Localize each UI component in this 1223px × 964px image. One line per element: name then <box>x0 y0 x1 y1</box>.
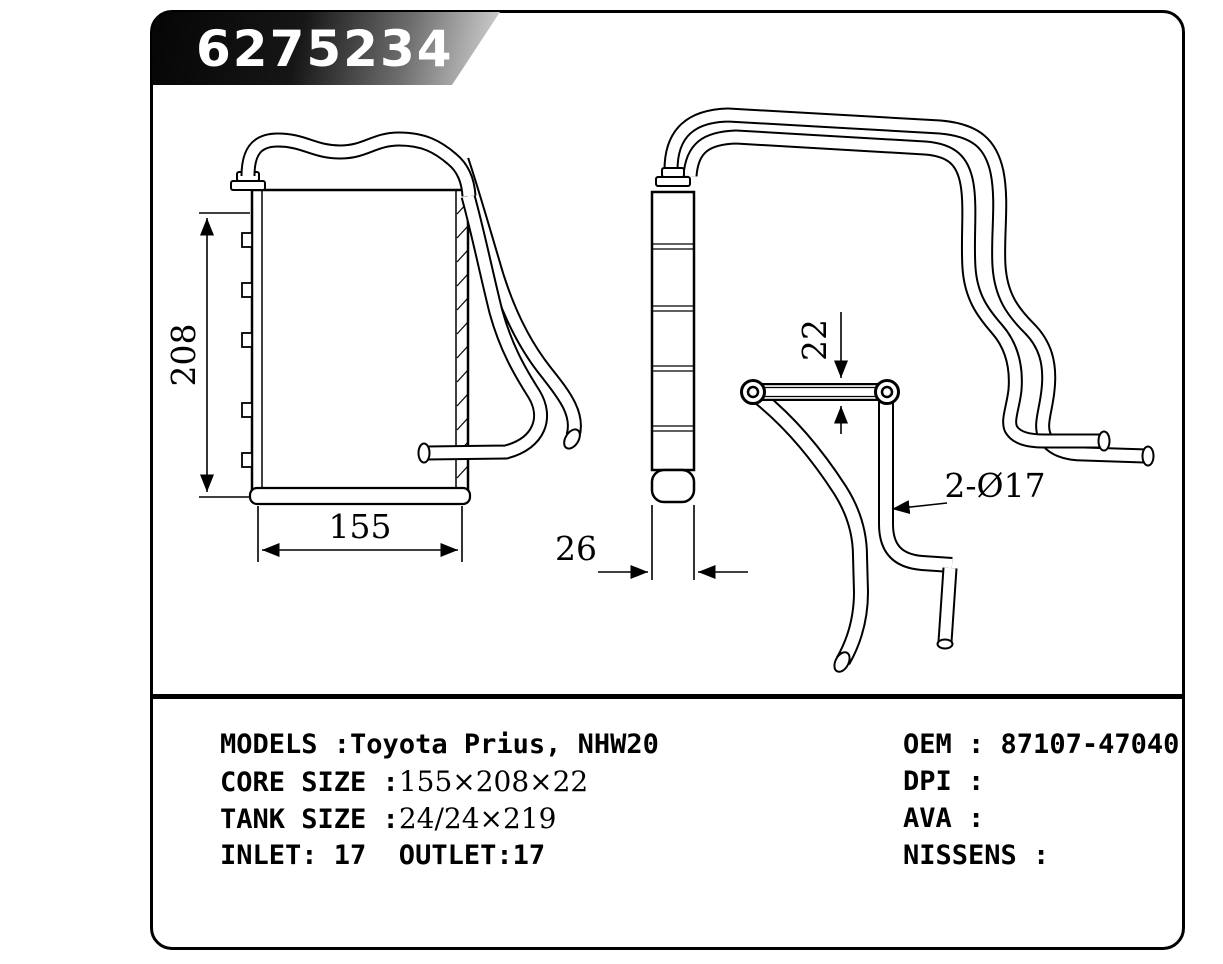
spec-dpi: DPI : <box>903 763 1179 800</box>
spec-tank-size: TANK SIZE :24/24×219 <box>220 800 659 837</box>
spec-block-right: OEM : 87107-47040 DPI : AVA : NISSENS : <box>903 726 1179 874</box>
spec-dpi-label: DPI : <box>903 766 985 797</box>
spec-models: MODELS :Toyota Prius, NHW20 <box>220 726 659 763</box>
section-divider <box>153 694 1182 699</box>
spec-ava: AVA : <box>903 800 1179 837</box>
spec-oem-value: 87107-47040 <box>1000 729 1180 760</box>
spec-core-size-label: CORE SIZE : <box>220 767 399 798</box>
spec-ava-label: AVA : <box>903 803 985 834</box>
spec-core-size-value: 155×208×22 <box>398 765 589 798</box>
spec-tank-size-label: TANK SIZE : <box>220 804 399 835</box>
spec-tank-size-value: 24/24×219 <box>398 802 557 835</box>
spec-nissens-label: NISSENS : <box>903 840 1050 871</box>
part-number-text: 6275234 <box>196 19 454 78</box>
spec-nissens: NISSENS : <box>903 837 1179 874</box>
spec-block-left: MODELS :Toyota Prius, NHW20 CORE SIZE :1… <box>220 726 659 874</box>
spec-inlet-outlet: INLET: 17 OUTLET:17 <box>220 837 659 874</box>
spec-inlet-outlet-label: INLET: 17 OUTLET:17 <box>220 840 546 871</box>
spec-models-label: MODELS : <box>220 729 351 760</box>
spec-models-value: Toyota Prius, NHW20 <box>350 729 659 760</box>
spec-core-size: CORE SIZE :155×208×22 <box>220 763 659 800</box>
spec-oem-label: OEM : <box>903 729 1001 760</box>
part-number-badge: 6275234 <box>152 12 500 85</box>
spec-oem: OEM : 87107-47040 <box>903 726 1179 763</box>
